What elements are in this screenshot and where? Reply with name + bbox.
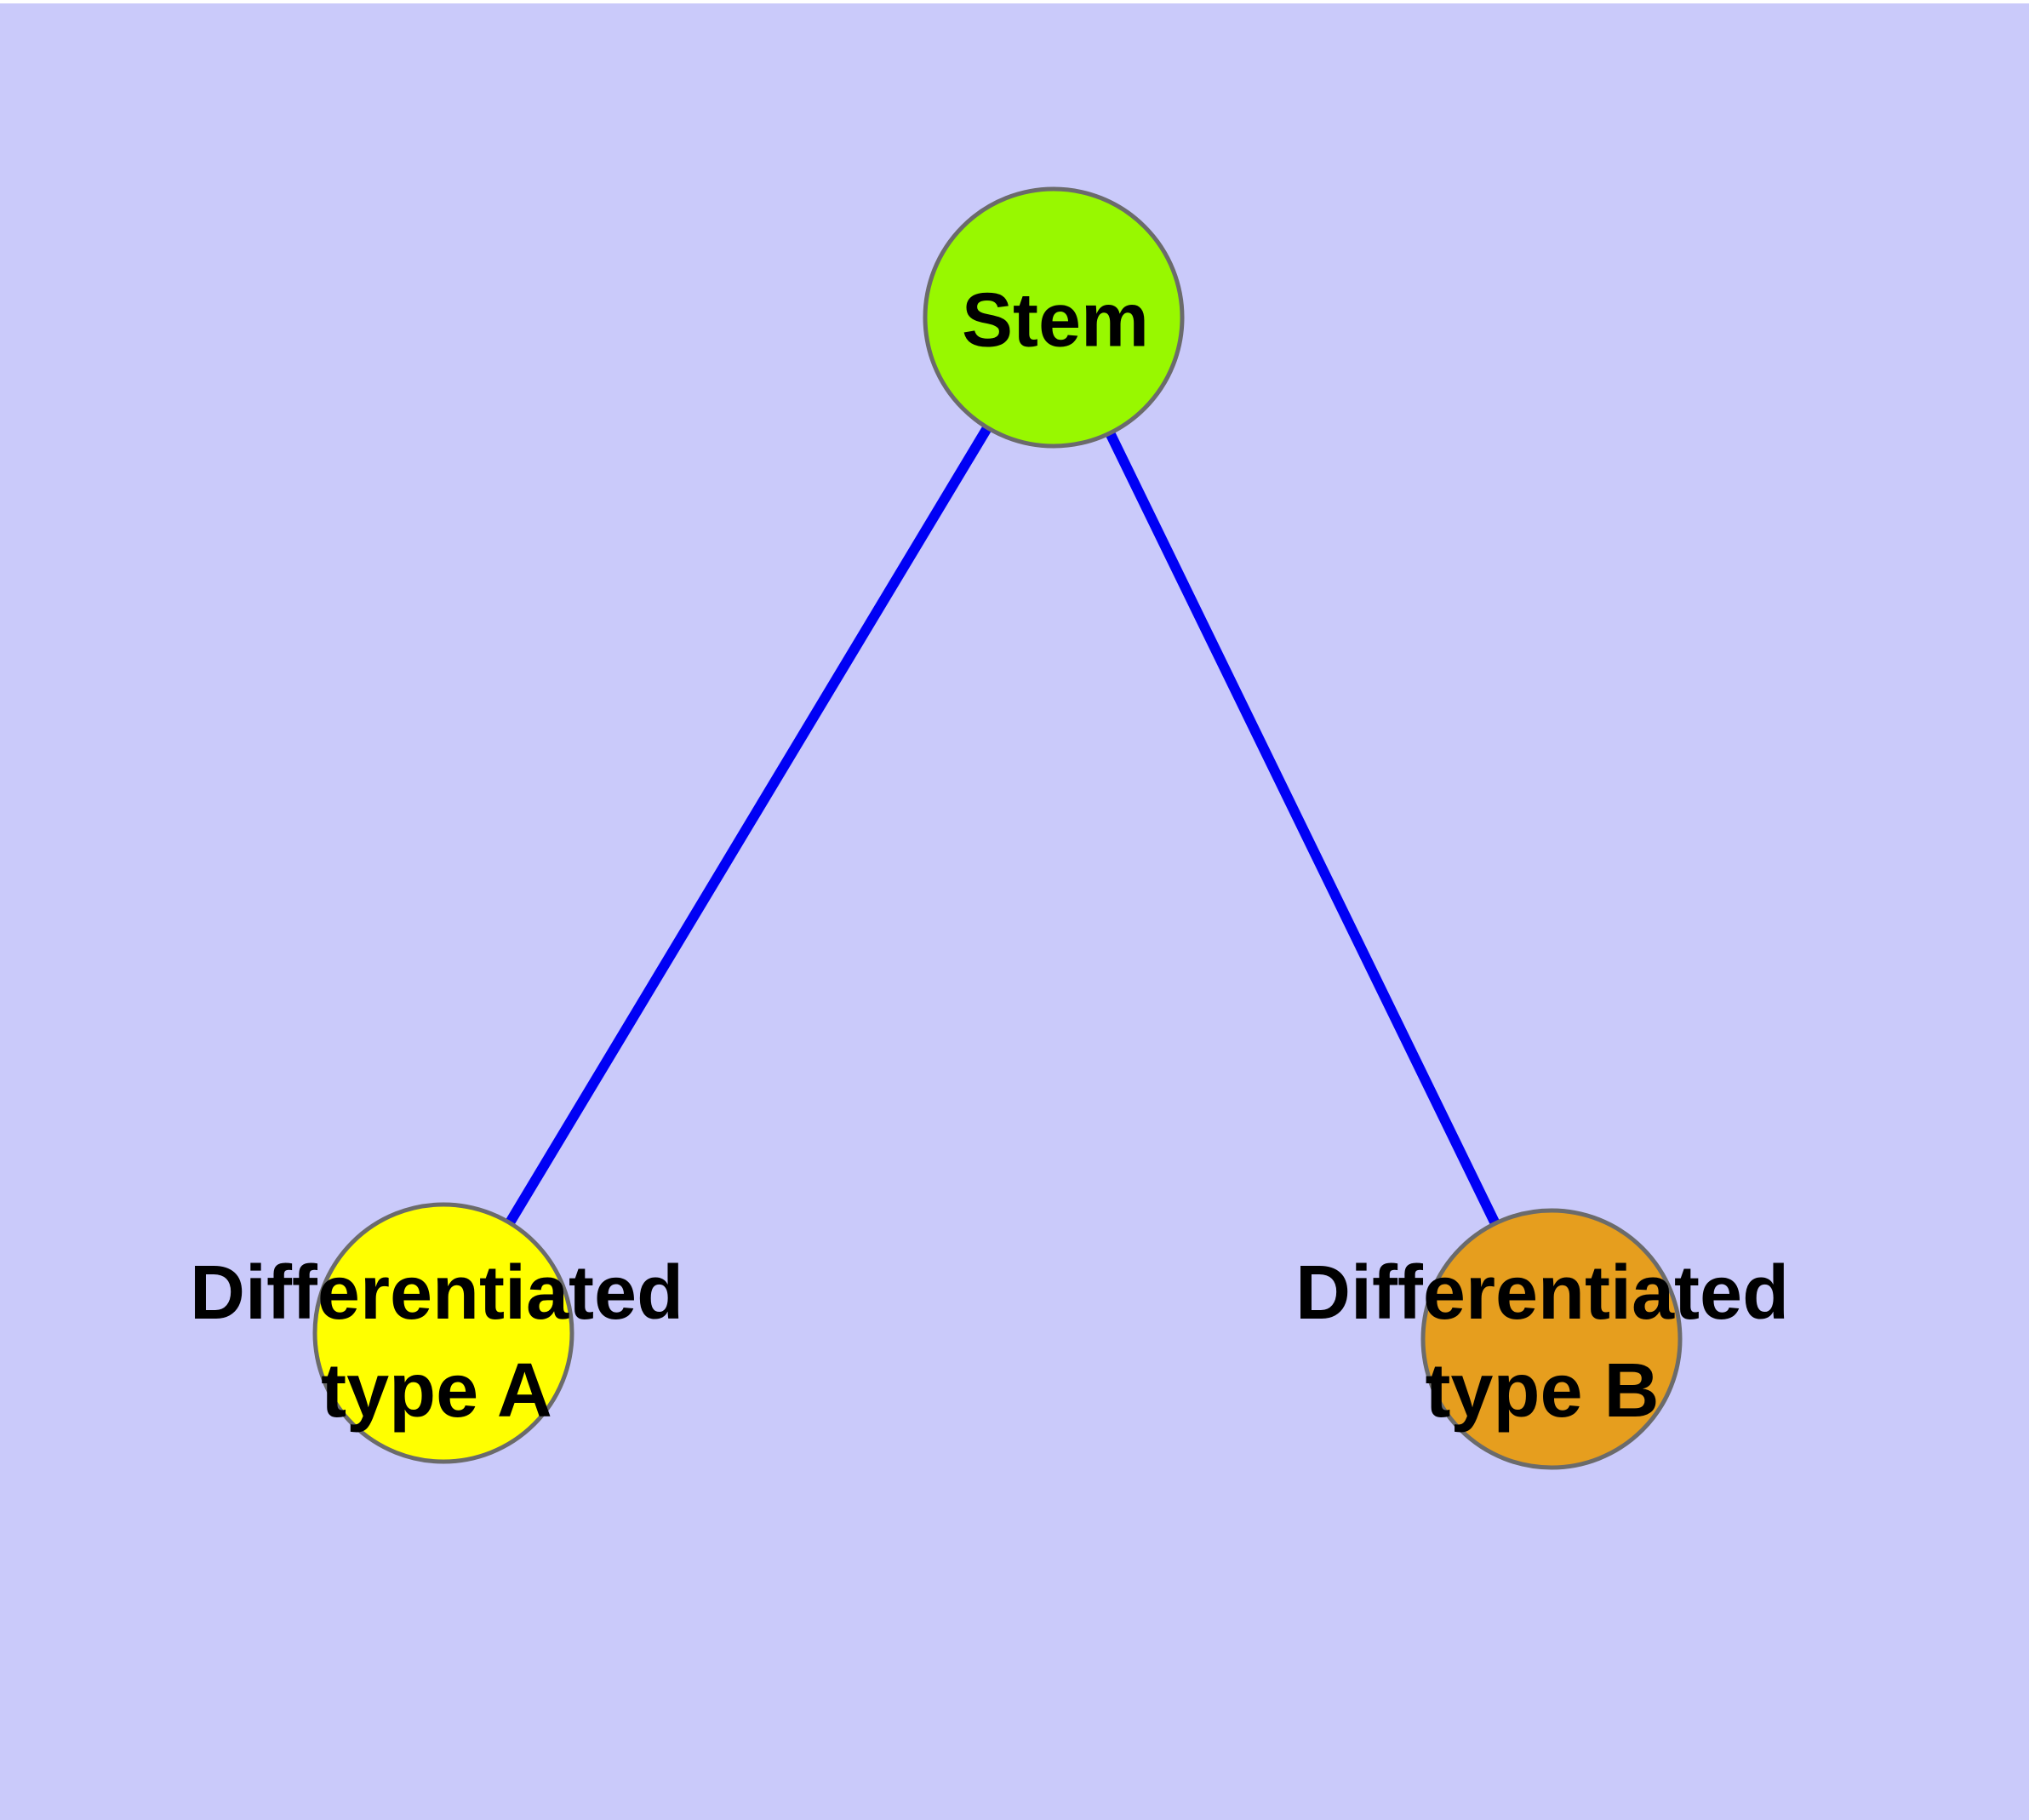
- node-circle-type-b: [1420, 1208, 1683, 1470]
- node-circle-stem: [923, 186, 1185, 449]
- edge-stem-type-a: [438, 314, 1059, 1336]
- edge-stem-type-b: [1049, 315, 1557, 1342]
- node-circle-type-a: [312, 1202, 574, 1464]
